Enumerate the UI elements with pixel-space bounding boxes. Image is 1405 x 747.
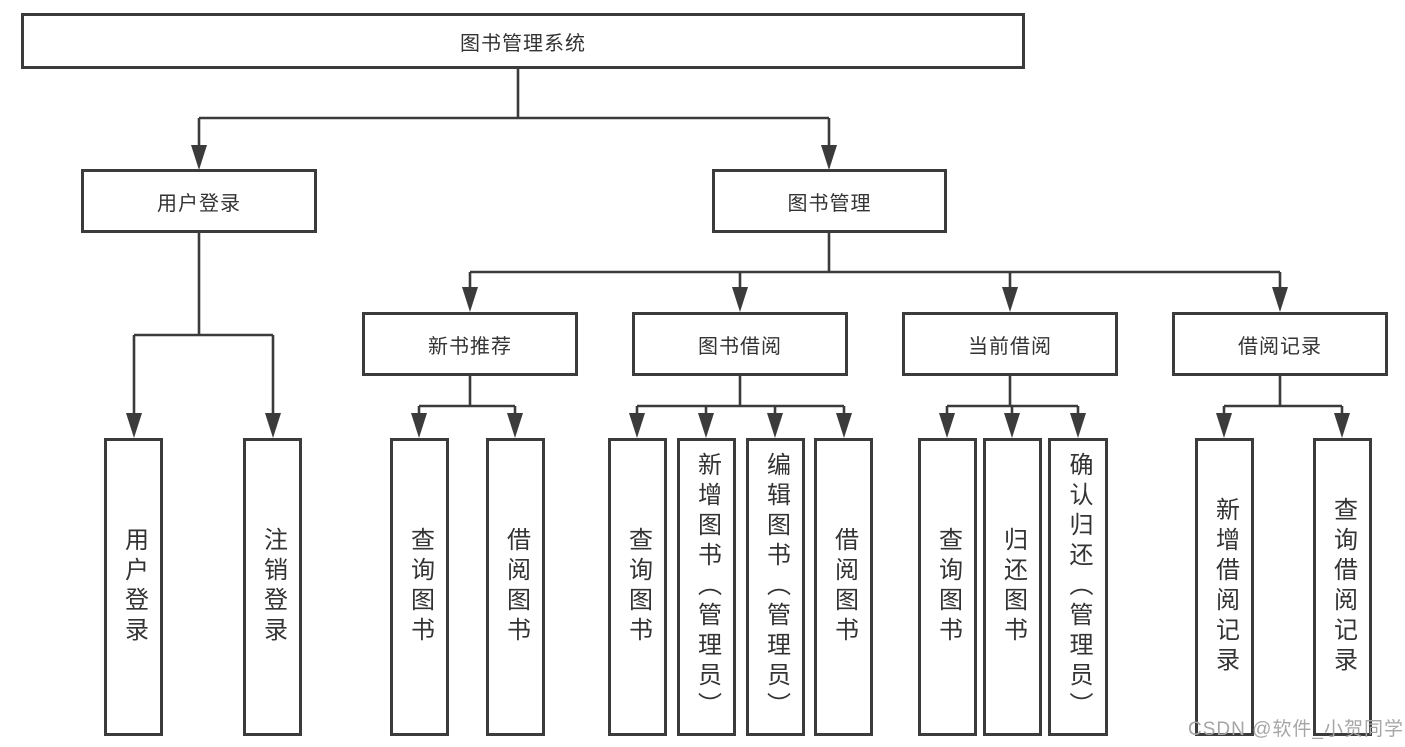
node-label: 新增借阅记录 <box>1211 497 1239 677</box>
node-leaf-logout: 注销登录 <box>243 438 302 736</box>
node-label: 查询借阅记录 <box>1329 497 1357 677</box>
node-leaf-add-borrow-record: 新增借阅记录 <box>1195 438 1254 736</box>
node-leaf-borrow-books-borrowing: 借阅图书 <box>814 438 873 736</box>
node-book-borrowing: 图书借阅 <box>632 312 848 376</box>
node-label: 图书管理系统 <box>460 32 586 55</box>
node-leaf-return-book: 归还图书 <box>983 438 1042 736</box>
node-new-book-recommendation: 新书推荐 <box>362 312 578 376</box>
node-label: 新增图书（管理员） <box>693 452 721 722</box>
node-leaf-edit-book-admin: 编辑图书（管理员） <box>746 438 805 736</box>
node-leaf-query-books-recommend: 查询图书 <box>390 438 449 736</box>
node-current-borrowing: 当前借阅 <box>902 312 1118 376</box>
node-label: 查询图书 <box>624 527 652 647</box>
node-leaf-add-book-admin: 新增图书（管理员） <box>677 438 736 736</box>
node-user-login: 用户登录 <box>81 169 317 233</box>
node-label: 编辑图书（管理员） <box>762 452 790 722</box>
node-borrowing-records: 借阅记录 <box>1172 312 1388 376</box>
node-label: 借阅记录 <box>1238 335 1322 358</box>
node-label: 确认归还（管理员） <box>1065 452 1092 722</box>
node-label: 用户登录 <box>120 527 148 647</box>
node-leaf-query-books-current: 查询图书 <box>918 438 977 736</box>
node-leaf-query-books-borrowing: 查询图书 <box>608 438 667 736</box>
node-label: 当前借阅 <box>968 335 1052 358</box>
node-label: 新书推荐 <box>428 335 512 358</box>
node-label: 借阅图书 <box>502 527 530 647</box>
node-label: 查询图书 <box>406 527 434 647</box>
node-label: 注销登录 <box>259 527 287 647</box>
node-label: 借阅图书 <box>830 527 858 647</box>
node-leaf-confirm-return-admin: 确认归还（管理员） <box>1048 438 1108 736</box>
node-root: 图书管理系统 <box>21 13 1025 69</box>
node-label: 图书管理 <box>787 192 872 215</box>
node-leaf-borrow-books-recommend: 借阅图书 <box>486 438 545 736</box>
node-leaf-query-borrow-record: 查询借阅记录 <box>1313 438 1372 736</box>
watermark: CSDN @软件_小贺同学 <box>1188 719 1404 740</box>
node-label: 用户登录 <box>157 192 241 215</box>
node-label: 查询图书 <box>934 527 962 647</box>
node-leaf-user-login: 用户登录 <box>104 438 163 736</box>
node-book-management: 图书管理 <box>712 169 947 233</box>
node-label: 图书借阅 <box>698 335 782 358</box>
node-label: 归还图书 <box>999 527 1027 647</box>
